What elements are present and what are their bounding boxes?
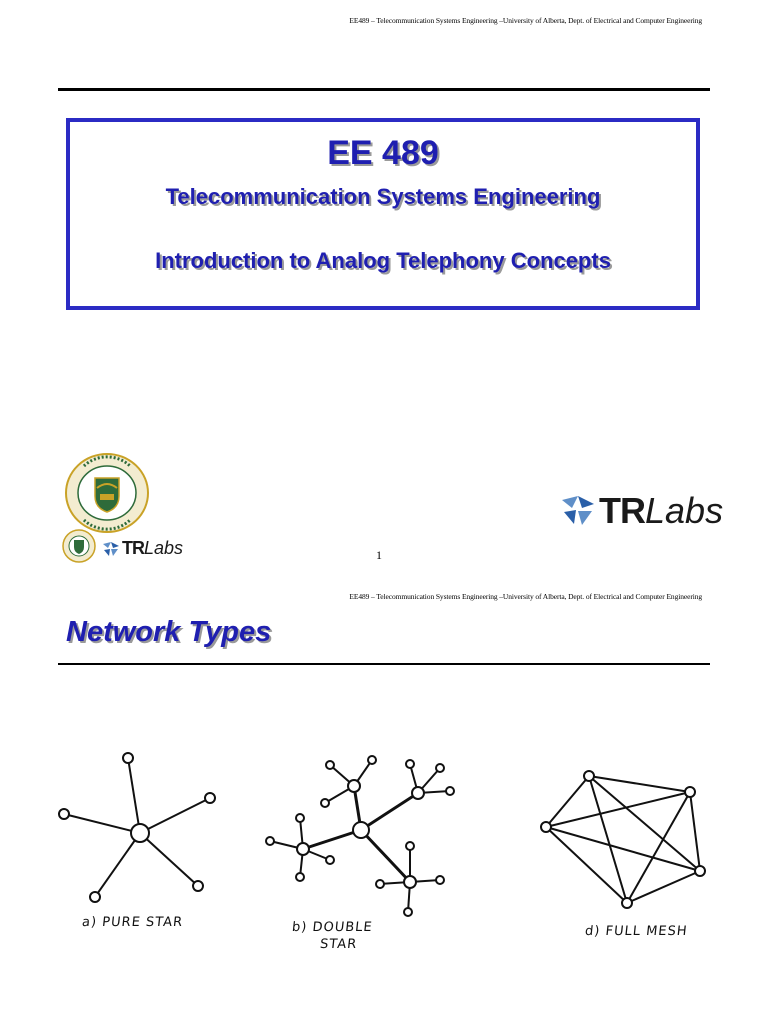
title-box: EE 489 Telecommunication Systems Enginee…: [66, 118, 700, 310]
lecture-title: Introduction to Analog Telephony Concept…: [155, 248, 611, 273]
node: [435, 763, 445, 773]
caption-full-mesh: d) FULL MESH: [584, 924, 689, 939]
node: [122, 752, 134, 764]
trlabs-bold-text: TR: [122, 538, 145, 558]
node: [89, 891, 101, 903]
running-header: EE489 – Telecommunication Systems Engine…: [349, 16, 702, 25]
trlabs-logo-small: TRLabs: [102, 538, 183, 559]
hub-node: [352, 821, 370, 839]
node: [295, 872, 305, 882]
node: [621, 897, 633, 909]
header-rule: [58, 88, 710, 91]
node: [540, 821, 552, 833]
node: [367, 755, 377, 765]
running-header: EE489 – Telecommunication Systems Engine…: [349, 592, 702, 601]
node: [265, 836, 275, 846]
caption-double-star-line1: b) DOUBLE: [291, 920, 374, 935]
university-seal-logo-small: [62, 529, 96, 563]
trlabs-logo: TRLabs: [560, 490, 723, 532]
caption-pure-star: a) PURE STAR: [81, 915, 184, 930]
node: [583, 770, 595, 782]
caption-double-star-line2: STAR: [319, 937, 358, 952]
node: [204, 792, 216, 804]
trlabs-italic-text: Labs: [645, 490, 724, 531]
node: [684, 786, 696, 798]
node: [694, 865, 706, 877]
node: [325, 760, 335, 770]
pure-star-diagram: [63, 757, 211, 898]
page-number: 1: [376, 548, 382, 562]
node: [58, 808, 70, 820]
trlabs-bold-text: TR: [599, 490, 646, 531]
node: [405, 759, 415, 769]
university-seal-logo: [65, 453, 149, 533]
course-code: EE 489: [327, 134, 439, 172]
node: [295, 813, 305, 823]
node: [375, 879, 385, 889]
full-mesh-diagram: [545, 775, 701, 904]
section-rule: [58, 663, 710, 665]
hub-node: [347, 779, 361, 793]
node: [445, 786, 455, 796]
hub-node: [130, 823, 150, 843]
node: [320, 798, 330, 808]
node: [403, 907, 413, 917]
trlabs-mark-icon: [562, 496, 594, 525]
hub-node: [411, 786, 425, 800]
node: [405, 841, 415, 851]
trlabs-mark-icon: [103, 541, 119, 556]
node: [192, 880, 204, 892]
section-title: Network Types: [66, 616, 272, 648]
course-title: Telecommunication Systems Engineering: [165, 184, 601, 209]
node: [435, 875, 445, 885]
hub-node: [403, 875, 417, 889]
trlabs-italic-text: Labs: [144, 538, 184, 558]
node: [325, 855, 335, 865]
hub-node: [296, 842, 310, 856]
